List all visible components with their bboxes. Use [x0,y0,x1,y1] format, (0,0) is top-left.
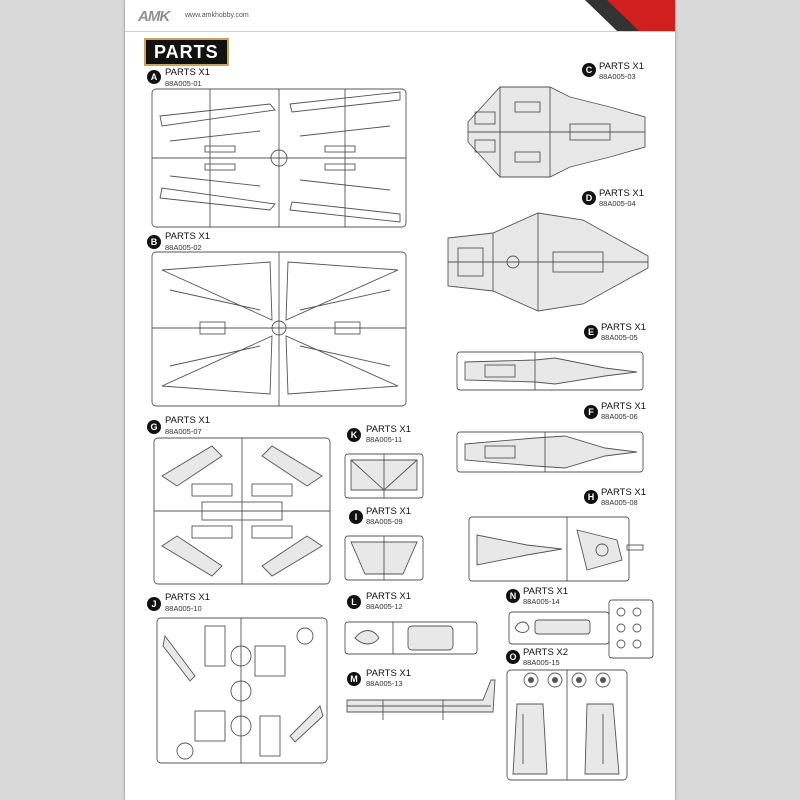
sprue-code: 88A005-11 [366,435,403,444]
sprue-title: PARTS X1 [165,67,211,78]
sprue-k-diagram [344,453,424,499]
sprue-code: 88A005-09 [366,517,403,526]
sprue-code: 88A005-01 [165,79,202,88]
sprue-e-diagram [456,351,644,391]
sprue-title: PARTS X1 [366,424,412,435]
sprue-letter-badge: N [506,589,520,603]
sprue-i-diagram [344,535,424,581]
sprue-code: 88A005-02 [165,243,202,252]
sprue-title: PARTS X1 [523,586,569,597]
sprue-a-diagram [151,88,407,228]
sprue-g-diagram [153,437,331,585]
sprue-letter-badge: G [147,420,161,434]
sprue-letter-badge: D [582,191,596,205]
sprue-letter-badge: A [147,70,161,84]
sprue-d-diagram [447,212,649,312]
sprue-title: PARTS X1 [165,592,211,603]
sprue-b-diagram [151,251,407,407]
sprue-code: 88A005-12 [366,602,403,611]
sprue-letter-badge: H [584,490,598,504]
sprue-title: PARTS X2 [523,647,569,658]
sprue-letter-badge: B [147,235,161,249]
sprue-code: 88A005-06 [601,412,638,421]
sprue-c-diagram [467,86,646,178]
sprue-code: 88A005-10 [165,604,202,613]
sprue-title: PARTS X1 [366,506,412,517]
sprue-n-diagram [508,599,654,659]
page-header: AMK www.amkhobby.com [125,0,675,32]
sprue-code: 88A005-07 [165,427,202,436]
sprue-title: PARTS X1 [165,415,211,426]
brand-logo: AMK [138,8,170,25]
sprue-j-diagram [156,617,328,764]
sprue-f-diagram [456,431,644,473]
sprue-code: 88A005-04 [599,199,636,208]
sprue-title: PARTS X1 [366,591,412,602]
sprue-letter-badge: I [349,510,363,524]
sprue-letter-badge: E [584,325,598,339]
sprue-title: PARTS X1 [366,668,412,679]
sprue-l-diagram [344,621,478,655]
sprue-code: 88A005-03 [599,72,636,81]
sprue-m-diagram [346,679,496,720]
sprue-title: PARTS X1 [601,322,647,333]
sprue-code: 88A005-14 [523,597,560,606]
sprue-letter-badge: M [347,672,361,686]
sprue-code: 88A005-15 [523,658,560,667]
sprue-letter-badge: F [584,405,598,419]
instruction-page: AMK www.amkhobby.com PARTS A PARTS X1 88… [125,0,675,800]
sprue-h-diagram [468,516,644,582]
sprue-title: PARTS X1 [599,188,645,199]
sprue-title: PARTS X1 [165,231,211,242]
page-title: PARTS [144,38,229,66]
sprue-letter-badge: K [347,428,361,442]
sprue-code: 88A005-13 [366,679,403,688]
sprue-code: 88A005-08 [601,498,638,507]
sprue-letter-badge: O [506,650,520,664]
corner-decoration [585,0,675,31]
sprue-letter-badge: L [347,595,361,609]
brand-url: www.amkhobby.com [185,12,249,19]
sprue-o-diagram [506,669,628,781]
sprue-letter-badge: J [147,597,161,611]
sprue-code: 88A005-05 [601,333,638,342]
sprue-title: PARTS X1 [601,487,647,498]
sprue-title: PARTS X1 [599,61,645,72]
sprue-letter-badge: C [582,63,596,77]
sprue-title: PARTS X1 [601,401,647,412]
